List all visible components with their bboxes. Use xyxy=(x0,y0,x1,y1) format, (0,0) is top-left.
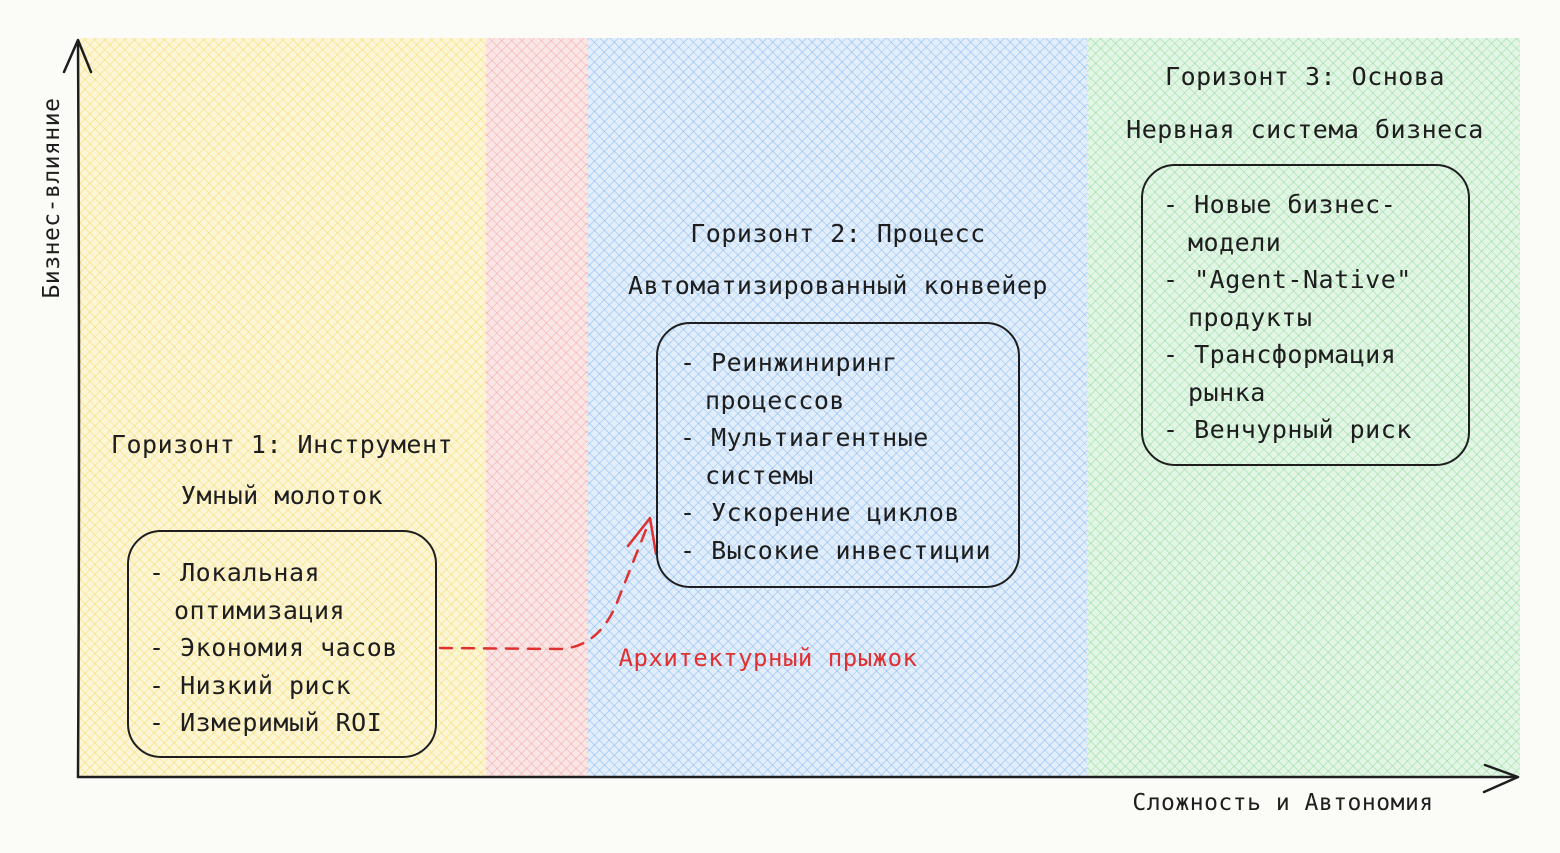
list-item: Ускорение циклов xyxy=(680,494,1004,532)
leap-arrow xyxy=(438,525,649,651)
horizon-3-list: Новые бизнес-модели "Agent-Native" проду… xyxy=(1163,186,1454,449)
horizon-3-card: Новые бизнес-модели "Agent-Native" проду… xyxy=(1141,164,1470,466)
y-axis-label: Бизнес-влияние xyxy=(39,97,65,299)
horizon-1-list: Локальная оптимизация Экономия часов Низ… xyxy=(149,554,417,742)
list-item: Измеримый ROI xyxy=(149,704,417,742)
horizon-2-subtitle: Автоматизированный конвейер xyxy=(628,271,1048,300)
list-item: Экономия часов xyxy=(149,629,417,667)
x-axis xyxy=(76,775,1519,780)
leap-label: Архитектурный прыжок xyxy=(618,644,918,672)
horizon-2-list: Реинжиниринг процессов Мультиагентные си… xyxy=(680,344,1004,569)
x-axis-label: Сложность и Автономия xyxy=(1132,790,1434,816)
horizon-3-title: Горизонт 3: Основа xyxy=(1165,62,1445,91)
x-axis-arrowhead xyxy=(1482,763,1520,794)
horizon-3-subtitle: Нервная система бизнеса xyxy=(1126,115,1484,144)
horizon-2-card: Реинжиниринг процессов Мультиагентные си… xyxy=(656,322,1020,588)
list-item: Высокие инвестиции xyxy=(680,532,1004,570)
y-axis-arrowhead xyxy=(62,38,93,74)
horizon-1-zone xyxy=(80,38,486,778)
list-item: Низкий риск xyxy=(149,667,417,705)
horizon-1-title: Горизонт 1: Инструмент xyxy=(110,430,454,459)
list-item: "Agent-Native" продукты xyxy=(1163,261,1454,336)
transition-zone xyxy=(486,38,587,778)
list-item: Новые бизнес-модели xyxy=(1163,186,1454,261)
horizon-1-card: Локальная оптимизация Экономия часов Низ… xyxy=(127,530,437,758)
horizon-2-title: Горизонт 2: Процесс xyxy=(690,219,986,248)
y-axis xyxy=(76,40,81,779)
list-item: Мультиагентные системы xyxy=(680,419,1004,494)
leap-arrowhead xyxy=(626,516,658,556)
list-item: Венчурный риск xyxy=(1163,411,1454,449)
horizon-1-subtitle: Умный молоток xyxy=(180,481,384,510)
list-item: Реинжиниринг процессов xyxy=(680,344,1004,419)
list-item: Локальная оптимизация xyxy=(149,554,417,629)
list-item: Трансформация рынка xyxy=(1163,336,1454,411)
